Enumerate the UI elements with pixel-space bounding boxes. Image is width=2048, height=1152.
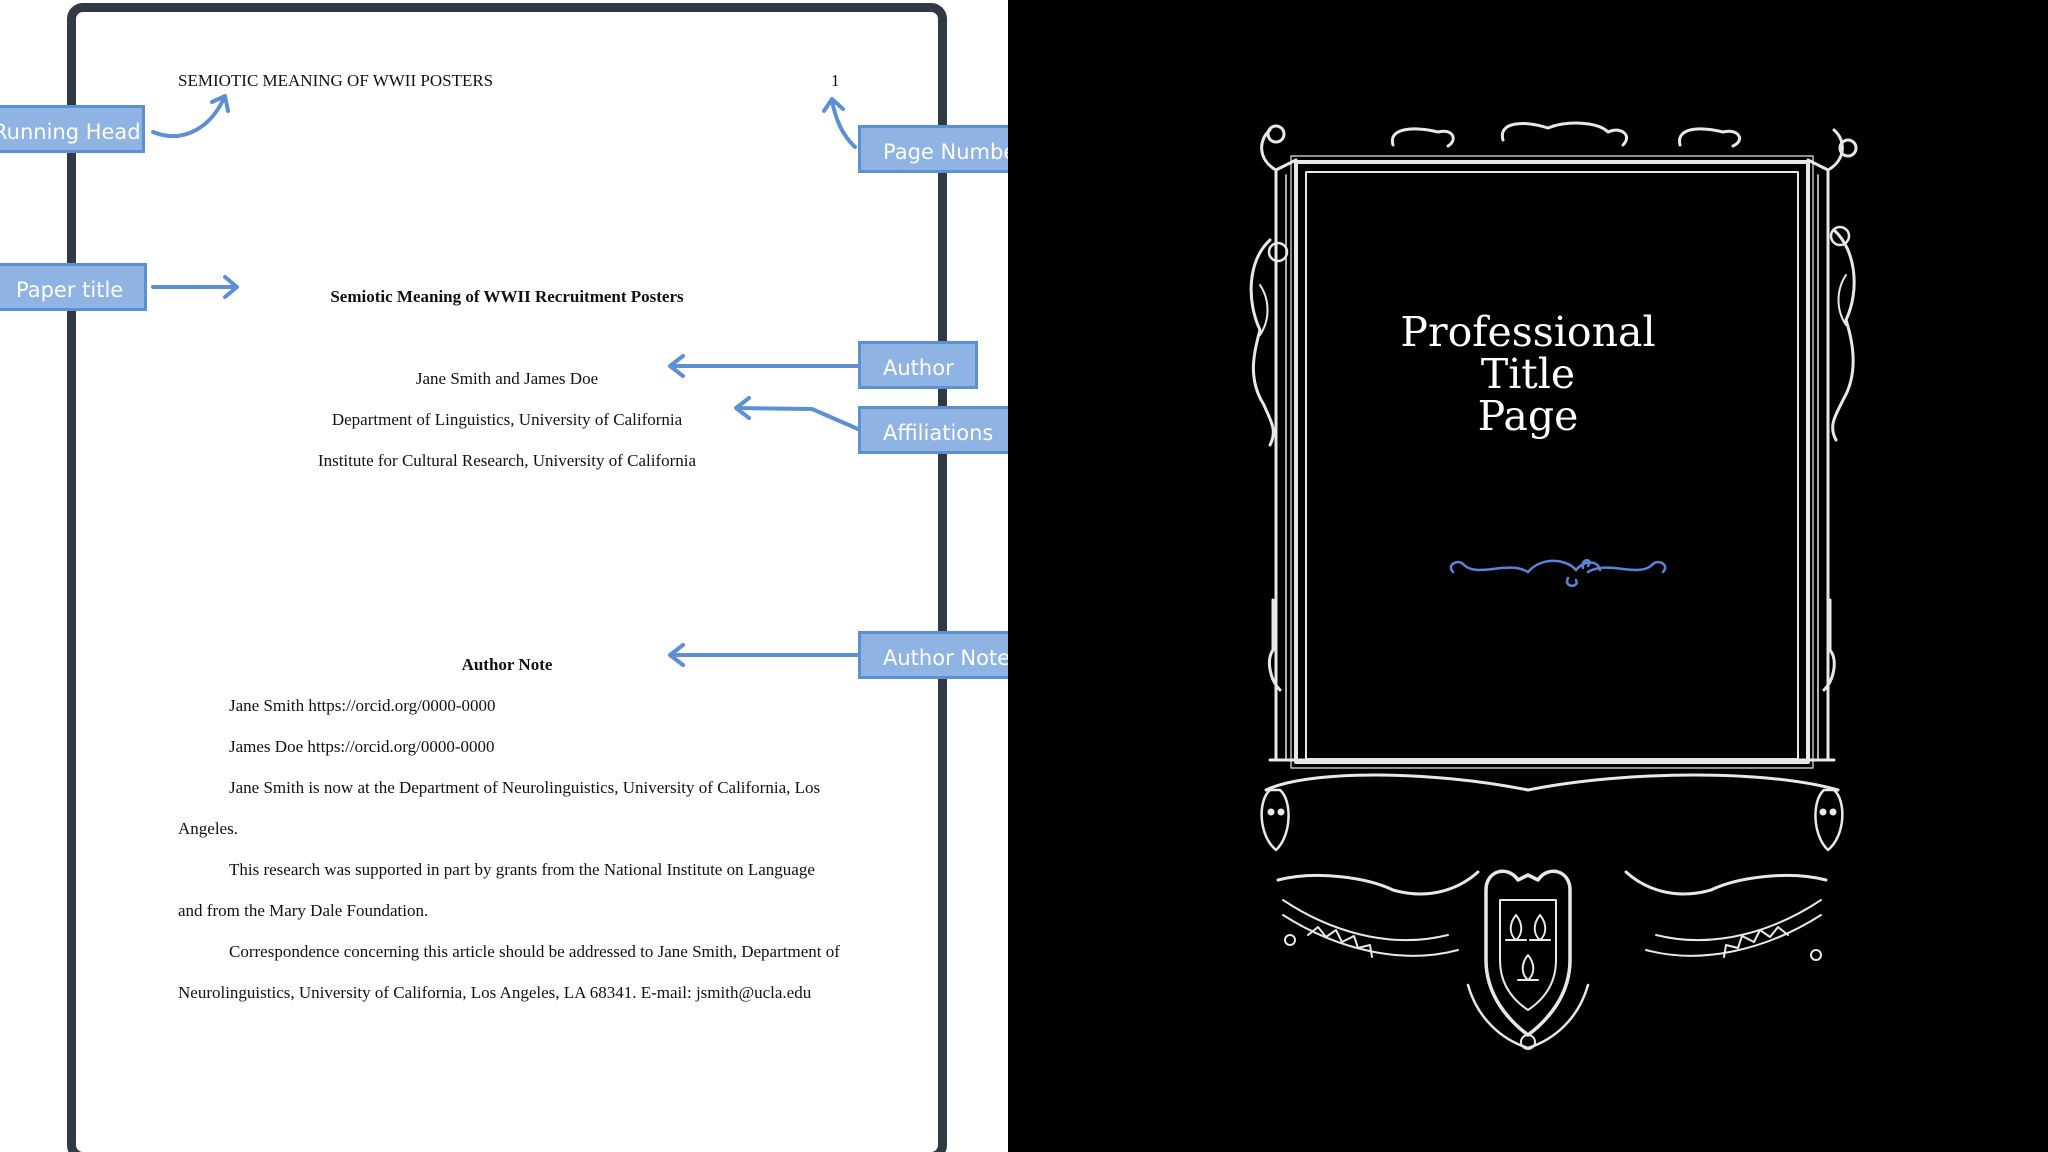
paper-title-callout: Paper title — [0, 263, 147, 311]
affiliation-line-1: Department of Linguistics, University of… — [331, 410, 683, 429]
note-line: and from the Mary Dale Foundation. — [178, 901, 429, 920]
note-line: Jane Smith https://orcid.org/0000-0000 — [229, 696, 496, 715]
title-line-title: Title — [1480, 350, 1576, 398]
running-head-text: SEMIOTIC MEANING OF WWII POSTERS — [178, 71, 494, 90]
affiliation-line-2: Institute for Cultural Research, Univers… — [317, 451, 697, 470]
page-number-callout: Page Number — [858, 125, 1008, 173]
author-note-heading: Author Note — [461, 655, 553, 674]
affiliations-callout: Affiliations — [858, 406, 1008, 454]
note-line: Correspondence concerning this article s… — [229, 942, 840, 961]
annotated-paper-panel: SEMIOTIC MEANING OF WWII POSTERS 1 Semio… — [0, 0, 1008, 1152]
author-note-callout: Author Note — [858, 631, 1008, 679]
paper-page: SEMIOTIC MEANING OF WWII POSTERS 1 Semio… — [67, 3, 947, 1152]
running-head-callout: Running Head — [0, 105, 145, 153]
title-line-page: Page — [1477, 392, 1579, 440]
title-page-panel: Professional Title Page — [1008, 0, 2048, 1152]
ornamental-divider — [1449, 559, 1667, 587]
ornate-frame-illustration — [1249, 121, 1858, 1050]
note-line: Jane Smith is now at the Department of N… — [229, 778, 821, 797]
author-callout: Author — [858, 341, 978, 389]
page-number-text: 1 — [831, 71, 840, 90]
note-line: This research was supported in part by g… — [229, 860, 815, 879]
note-line: Angeles. — [178, 819, 238, 838]
author-names-text: Jane Smith and James Doe — [415, 369, 599, 388]
title-line-professional: Professional — [1400, 308, 1656, 356]
note-line: Neurolinguistics, University of Californ… — [178, 983, 812, 1002]
note-line: James Doe https://orcid.org/0000-0000 — [229, 737, 495, 756]
paper-title-text: Semiotic Meaning of WWII Recruitment Pos… — [330, 287, 684, 306]
